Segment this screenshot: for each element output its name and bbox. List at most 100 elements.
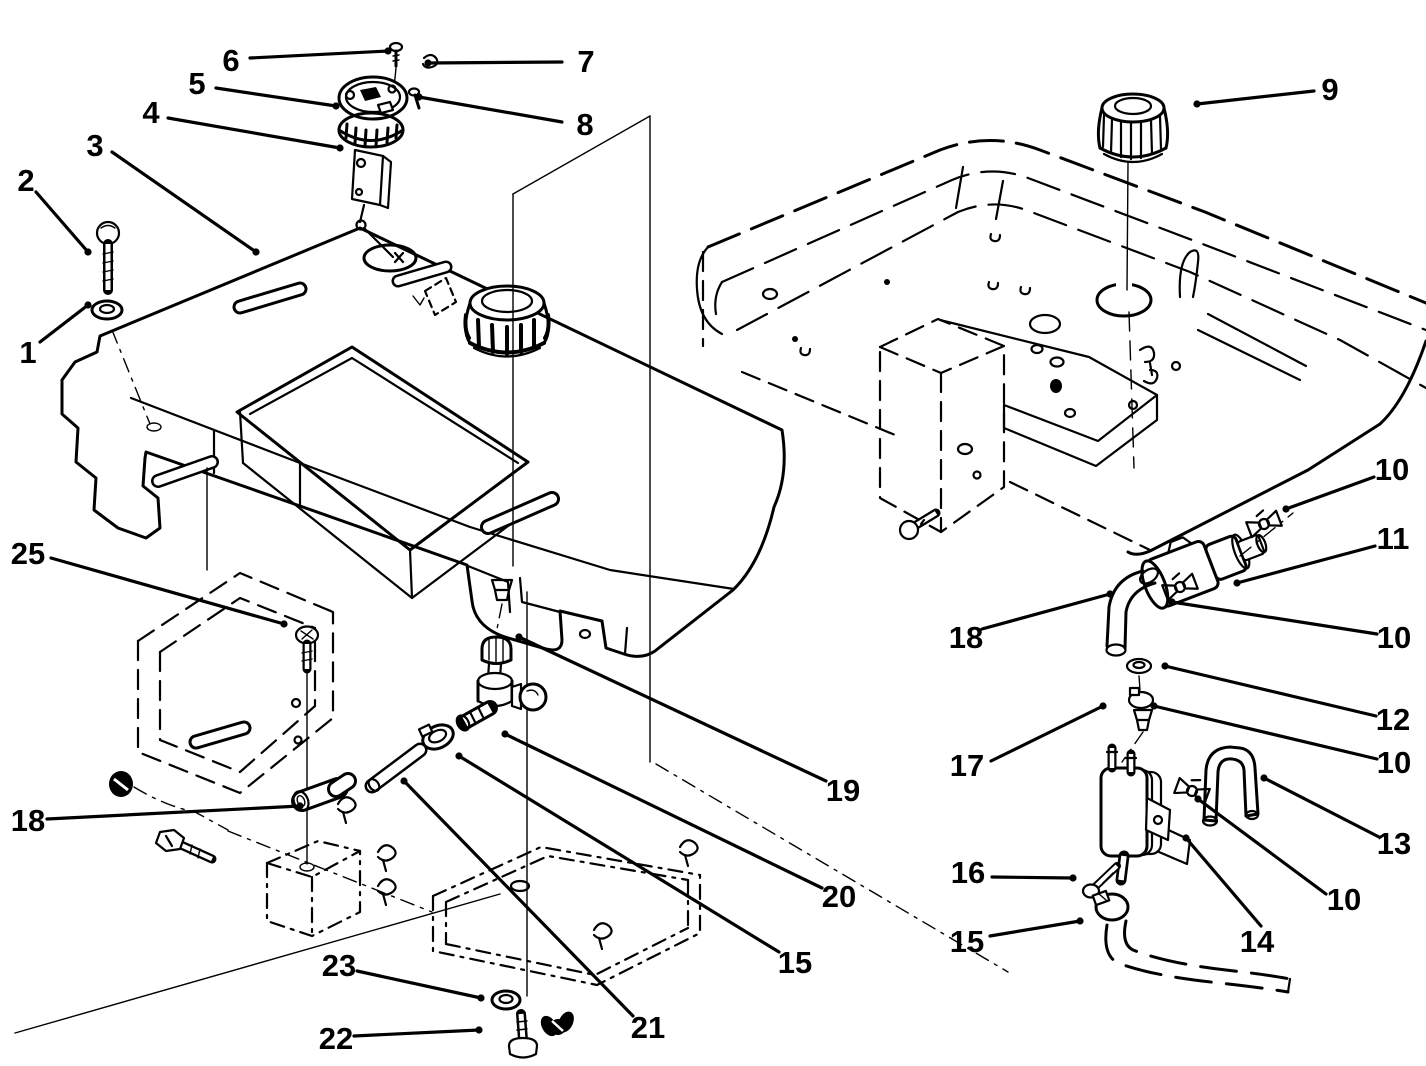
leader-dot-7 [424,59,432,67]
leader-line-18a [980,592,1112,631]
callout-number-25: 25 [11,536,45,571]
bolt-22-drawing [507,1009,539,1059]
leader-line-13 [1262,776,1381,839]
leader-dot-15a [1076,917,1084,925]
leader-dot-25 [280,620,288,628]
leader-dot-20 [501,730,509,738]
leader-line-11 [1235,544,1377,585]
callout-number-1: 1 [19,335,36,370]
leader-dot-23 [477,994,485,1002]
leader-dot-12 [1161,662,1169,670]
callout-number-7: 7 [577,44,594,79]
leader-dot-17 [1099,702,1107,710]
leader-line-12 [1163,664,1378,718]
leader-line-14 [1184,836,1263,928]
callout-number-20: 20 [822,879,856,914]
leader-dot-22 [475,1026,483,1034]
callout-number-6: 6 [222,43,239,78]
callout-20: 20 [501,730,856,914]
callout-25: 25 [11,536,288,628]
callout-number-2: 2 [17,163,34,198]
callout-11: 11 [1233,521,1409,587]
leader-line-6 [248,49,390,60]
leader-line-15a [988,919,1082,938]
elbow-fitting-left [291,772,357,812]
leader-dot-16 [1069,874,1077,882]
hose-13 [1201,745,1260,827]
callout-6: 6 [222,43,392,78]
callout-4: 4 [142,95,344,152]
callout-14: 14 [1182,834,1275,959]
callout-21: 21 [400,777,665,1045]
leader-dot-1 [84,301,92,309]
callout-number-22: 22 [319,1021,353,1056]
callout-number-15b: 15 [778,945,812,980]
callout-15a: 15 [950,917,1084,959]
callout-number-14: 14 [1240,924,1275,959]
leader-line-10a [1284,475,1376,511]
callout-2: 2 [17,163,92,256]
callout-22: 22 [319,1021,483,1056]
small-bracket-drawing [265,796,397,938]
fuel-line-21 [364,742,428,794]
hex-bolt-left-drawing [154,828,217,864]
callout-number-15a: 15 [950,924,984,959]
callout-3: 3 [86,128,260,256]
leader-dot-19 [515,633,523,641]
leader-line-25 [49,556,286,626]
callout-5: 5 [188,66,340,110]
callout-10b: 10 [1168,598,1411,655]
fuel-cap-drawing [1096,92,1170,469]
bolt-16 [1081,862,1121,899]
leader-line-2 [34,190,90,254]
callout-number-18b: 18 [11,803,45,838]
leader-dot-4 [336,144,344,152]
callout-10d: 10 [1194,795,1361,917]
leader-dot-2 [84,248,92,256]
callout-number-10b: 10 [1377,620,1411,655]
leader-line-18b [45,804,302,821]
leader-dot-13 [1260,774,1268,782]
callout-8: 8 [415,93,594,142]
leader-line-21 [402,779,635,1018]
leader-line-16 [990,875,1075,880]
elbow-fitting-right [1105,567,1159,657]
callout-number-4: 4 [142,95,160,130]
leader-line-1 [38,303,90,344]
leader-dot-10c [1150,702,1158,710]
callout-10c: 10 [1150,702,1411,780]
leader-dot-10b [1168,598,1176,606]
tank-slots [151,260,560,535]
chassis-frame-drawing [695,139,1426,556]
callout-number-16: 16 [951,855,985,890]
leader-dot-10d [1194,795,1202,803]
callout-number-5: 5 [188,66,205,101]
cap-nut-19 [480,635,513,680]
leader-line-15b [457,754,781,954]
callout-1: 1 [19,301,92,370]
bolt-2-drawing [95,220,121,295]
leader-line-10d [1196,797,1328,896]
leader-dot-15b [455,752,463,760]
callout-7: 7 [424,44,595,79]
leader-line-9 [1195,89,1316,106]
leader-dot-11 [1233,579,1241,587]
leader-dot-5 [332,102,340,110]
construction-lines [14,115,1009,1034]
lower-bracket-drawing [431,839,702,987]
threaded-ring-4 [337,111,405,149]
callout-15b: 15 [455,752,812,980]
callout-number-10d: 10 [1327,882,1361,917]
callout-16: 16 [951,855,1077,890]
leader-line-17 [989,704,1105,763]
float-hinge [350,148,395,259]
fuel-tank-drawing [60,226,786,658]
leader-line-5 [214,86,338,108]
callout-18a: 18 [949,590,1114,655]
bracket-bolt [898,508,941,541]
callout-9: 9 [1193,72,1339,108]
leader-line-3 [110,150,258,254]
